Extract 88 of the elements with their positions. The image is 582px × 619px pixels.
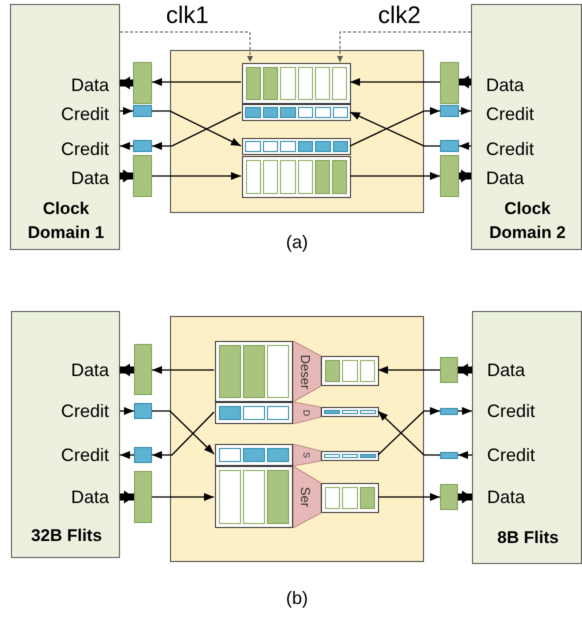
arrow (378, 493, 440, 501)
domain-label: 32B Flits (30, 525, 103, 547)
arrow (459, 142, 471, 150)
block-label: D (302, 410, 311, 416)
register-block (440, 484, 458, 510)
signal-label: Data (487, 487, 526, 508)
buffer-queue (215, 402, 293, 424)
arrow (120, 107, 133, 115)
register-block (134, 344, 152, 395)
signal-label: Credit (60, 139, 109, 160)
buffer-queue (321, 356, 379, 386)
arrow (350, 78, 440, 86)
register-block (133, 105, 152, 117)
signal-label: Credit (487, 445, 536, 466)
register-block (133, 140, 152, 152)
domain-label: Clock Domain 2 (488, 198, 567, 244)
clock-crossing-block (170, 316, 424, 562)
arrow (120, 451, 134, 459)
register-block (134, 447, 152, 463)
register-block (440, 62, 459, 104)
signal-label: Credit (487, 401, 536, 422)
arrow (459, 107, 471, 115)
bus-arrow (120, 170, 133, 182)
signal-label: Credit (60, 445, 109, 466)
panel-caption: (a) (286, 232, 308, 253)
buffer-queue (321, 407, 379, 417)
arrow (152, 78, 241, 86)
domain-label: Clock Domain 1 (26, 198, 106, 244)
signal-label: Data (70, 168, 109, 189)
signal-label: Credit (60, 401, 109, 422)
signal-label: Credit (486, 139, 534, 160)
clock-line (337, 32, 472, 62)
signal-label: Data (486, 168, 524, 189)
block-label: Deser (299, 354, 312, 389)
bus-arrow (458, 490, 472, 504)
arrow (458, 451, 472, 459)
register-block (440, 140, 459, 152)
register-block (440, 408, 458, 415)
buffer-queue (321, 483, 379, 513)
buffer-queue (215, 466, 293, 528)
arrow (152, 493, 214, 501)
buffer-queue (321, 451, 379, 461)
arrow (350, 172, 440, 180)
signal-label: Credit (486, 104, 534, 125)
register-block (440, 155, 459, 197)
bus-arrow (459, 76, 471, 88)
register-block (440, 357, 458, 383)
buffer-queue (242, 156, 351, 198)
register-block (133, 155, 152, 197)
bus-arrow (458, 364, 472, 376)
block-label: Ser (299, 486, 312, 508)
buffer-queue (242, 63, 351, 104)
panel-caption: (b) (286, 588, 308, 609)
bus-arrow (120, 490, 134, 504)
register-block (440, 452, 458, 459)
arrow (152, 172, 241, 180)
domain-label: 8B Flits (496, 527, 560, 549)
clock-domain-box (10, 4, 120, 250)
arrow (152, 366, 214, 374)
signal-label: Data (487, 360, 526, 381)
register-block (134, 403, 152, 419)
clock-line (120, 32, 253, 62)
buffer-queue (215, 341, 293, 402)
signal-label: Credit (60, 104, 109, 125)
register-block (133, 62, 152, 104)
signal-label: Data (70, 360, 109, 381)
register-block (440, 105, 459, 117)
signal-label: Data (70, 487, 109, 508)
arrow (120, 142, 133, 150)
clock-domain-box (472, 311, 582, 564)
arrow (378, 366, 440, 374)
signal-label: Data (486, 75, 524, 96)
arrow (120, 407, 134, 415)
edge-label: clk2 (378, 2, 421, 30)
buffer-queue (242, 104, 351, 121)
edge-label: clk1 (166, 2, 209, 30)
block-label: S (302, 452, 311, 458)
clock-domain-box (471, 4, 582, 250)
buffer-queue (215, 444, 293, 466)
bus-arrow (120, 364, 134, 376)
arrow (458, 407, 472, 415)
buffer-queue (242, 138, 351, 155)
register-block (134, 471, 152, 523)
clock-domain-box (11, 311, 120, 558)
bus-arrow (120, 76, 133, 90)
clock-crossing-block (170, 50, 424, 213)
signal-label: Data (70, 75, 109, 96)
bus-arrow (459, 170, 471, 182)
